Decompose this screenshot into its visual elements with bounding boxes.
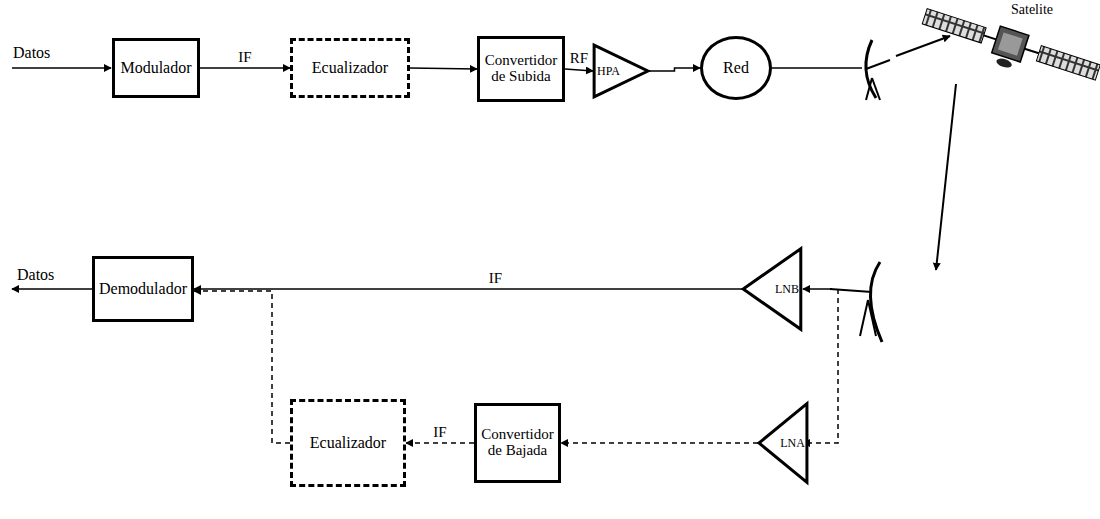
optional-box: Ecualizador: [290, 38, 410, 98]
signal-arrow: [561, 442, 758, 444]
data-label: Datos: [12, 44, 51, 62]
lnb-feed: [803, 288, 832, 290]
node-label: Modulador: [120, 60, 191, 77]
data-out-arrow: [12, 288, 92, 290]
data-in-arrow: [12, 67, 111, 69]
node-label: LNA: [780, 437, 805, 450]
process-box: Convertidor de Subida: [477, 36, 565, 102]
optional-box: Ecualizador: [290, 399, 406, 487]
uplink-arrow: [896, 36, 950, 56]
signal-label: RF: [568, 50, 590, 67]
signal-arrow: [194, 288, 742, 290]
node-label: Ecualizador: [310, 435, 386, 452]
node-label: Demodulador: [99, 281, 187, 298]
process-box: Convertidor de Bajada: [474, 403, 561, 483]
amplifier-triangle: HPA: [593, 44, 649, 98]
signal-arrow: [406, 442, 474, 444]
downlink-arrow: [936, 84, 956, 270]
feed-line: [772, 67, 862, 69]
node-label: Convertidor de Bajada: [481, 427, 554, 459]
amplifier-triangle: LNB: [742, 247, 802, 331]
signal-label: IF: [236, 49, 253, 66]
signal-label: IF: [487, 270, 504, 287]
process-box: Modulador: [112, 38, 200, 98]
antenna-up: [866, 40, 890, 100]
signal-arrow: [410, 68, 477, 69]
process-box: Demodulador: [92, 256, 194, 322]
node-label: LNB: [775, 283, 799, 296]
signal-arrow: [565, 69, 593, 71]
signal-arrow: [200, 67, 290, 69]
data-label: Datos: [16, 266, 55, 284]
signal-label: IF: [431, 424, 448, 441]
node-label: Ecualizador: [312, 60, 388, 77]
satellite: [917, 3, 1100, 95]
signal-arrow: [194, 291, 290, 443]
node-label: HPA: [597, 65, 620, 78]
amplifier-triangle: LNA: [758, 402, 808, 484]
signal-arrow: [649, 68, 700, 71]
network-circle: Red: [700, 36, 772, 100]
node-label: Red: [723, 60, 749, 77]
node-label: Convertidor de Subida: [485, 53, 558, 85]
satellite-label: Satelite: [1010, 2, 1054, 17]
